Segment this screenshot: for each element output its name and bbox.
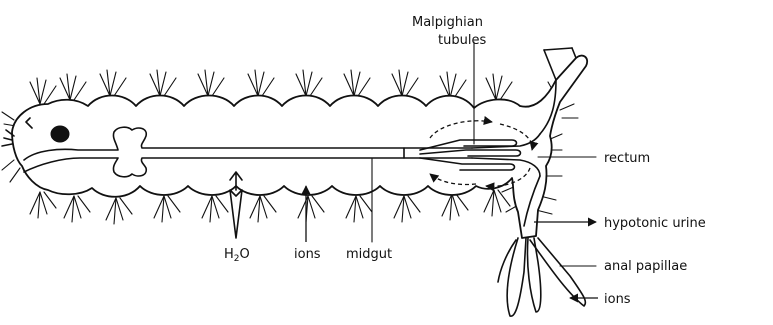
bristle: [560, 104, 574, 110]
bristle: [310, 78, 322, 96]
ions-right-label: ions: [604, 292, 631, 307]
bristle: [2, 160, 14, 170]
anal-papillae: [498, 238, 585, 316]
bristle: [120, 198, 132, 214]
ions-bottom-label: ions: [294, 247, 321, 262]
bristle: [402, 72, 408, 96]
bristle: [40, 80, 46, 104]
bristle: [258, 72, 264, 96]
bristle: [70, 76, 76, 100]
bristle: [10, 168, 20, 182]
bristle: [164, 78, 176, 96]
bristle: [78, 196, 90, 212]
bristle: [44, 192, 56, 208]
bristle: [168, 196, 180, 212]
malpighian-label-line1: Malpighian: [412, 15, 483, 30]
bristle: [406, 78, 418, 96]
bristle: [160, 72, 166, 96]
rectum-label: rectum: [604, 151, 650, 166]
bristle: [358, 78, 370, 96]
bristle: [306, 72, 312, 96]
bristle: [454, 80, 466, 98]
bristle: [264, 196, 276, 212]
eye-spot: [51, 126, 69, 142]
anal-papillae-label: anal papillae: [604, 259, 687, 274]
bristle: [110, 72, 116, 96]
bristle: [212, 78, 224, 96]
bristle: [312, 196, 324, 212]
bristle: [114, 78, 126, 96]
water-label: H2O: [224, 247, 250, 264]
bristle: [262, 78, 274, 96]
hypotonic-urine-label: hypotonic urine: [604, 216, 706, 231]
bristle: [360, 196, 372, 212]
malpighian-label-line2: tubules: [438, 33, 486, 48]
bristle: [500, 82, 512, 100]
bristle: [456, 194, 468, 210]
bristle: [408, 196, 420, 212]
bristle: [216, 196, 228, 212]
bristle: [450, 74, 456, 98]
bristle: [208, 72, 214, 96]
bristle: [498, 190, 510, 206]
bristle: [354, 72, 360, 96]
bristle: [74, 82, 86, 100]
bristle: [496, 76, 502, 100]
bristle: [2, 112, 14, 120]
midgut-label: midgut: [346, 247, 392, 262]
